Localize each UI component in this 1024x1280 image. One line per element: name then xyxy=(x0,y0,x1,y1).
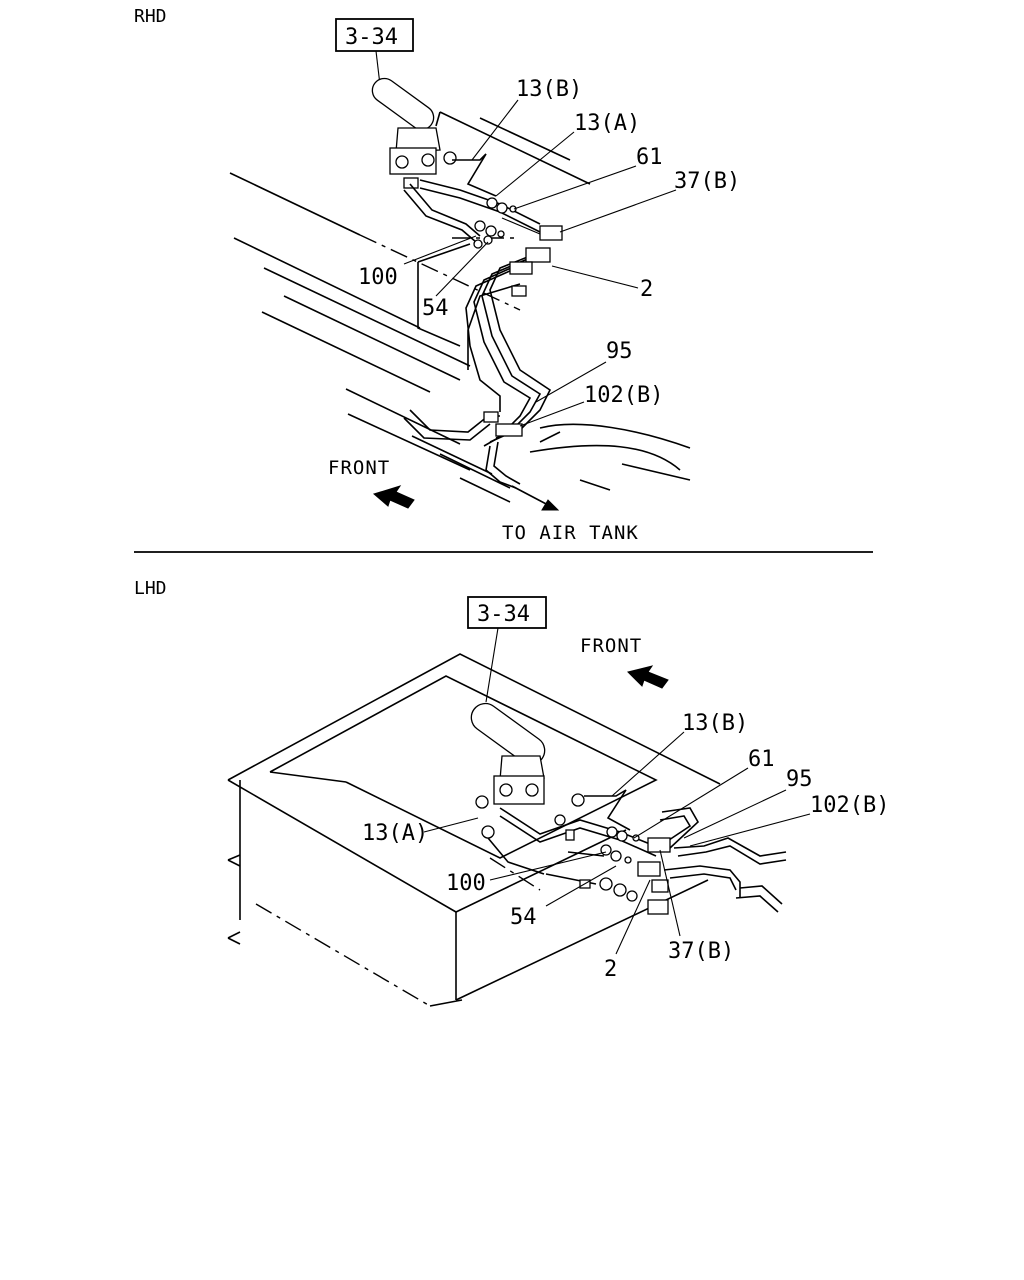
rhd-fittings[interactable] xyxy=(473,197,563,437)
lhd-label-13b: 13(B) xyxy=(682,711,748,736)
rhd-label-2: 2 xyxy=(640,277,653,302)
lhd-frame-box xyxy=(227,653,721,1007)
rhd-section: RHD 3-34 xyxy=(134,6,740,544)
lhd-label-95: 95 xyxy=(786,767,813,792)
lhd-label-102b: 102(B) xyxy=(810,793,889,818)
rhd-label-95: 95 xyxy=(606,339,633,364)
rhd-front-arrow-icon xyxy=(372,485,415,509)
lhd-section-label: LHD xyxy=(134,578,167,599)
rhd-to-air-tank: TO AIR TANK xyxy=(502,522,639,544)
rhd-label-13b: 13(B) xyxy=(516,77,582,102)
rhd-label-13a: 13(A) xyxy=(574,111,640,136)
rhd-label-37b: 37(B) xyxy=(674,169,740,194)
lhd-label-100: 100 xyxy=(446,871,486,896)
lhd-label-2: 2 xyxy=(604,957,617,982)
lhd-section: LHD 3-34 FRONT xyxy=(134,578,889,1007)
rhd-label-61: 61 xyxy=(636,145,663,170)
rhd-ref-box[interactable]: 3-34 xyxy=(335,18,414,52)
rhd-callouts: 13(B) 13(A) 61 37(B) 100 2 54 95 102(B) xyxy=(358,77,740,427)
lhd-callouts: 13(B) 61 95 102(B) 13(A) 100 54 2 37(B) xyxy=(362,711,889,982)
rhd-brake-valve[interactable] xyxy=(368,74,457,189)
rhd-label-100: 100 xyxy=(358,265,398,290)
lhd-label-61: 61 xyxy=(748,747,775,772)
lhd-label-13a: 13(A) xyxy=(362,821,428,846)
rhd-label-54: 54 xyxy=(422,296,449,321)
rhd-ref-box-label: 3-34 xyxy=(345,25,398,50)
lhd-brake-valve[interactable] xyxy=(466,698,585,839)
lhd-ref-box-label: 3-34 xyxy=(477,602,530,627)
lhd-front-arrow-icon xyxy=(627,665,669,689)
lhd-label-54: 54 xyxy=(510,905,537,930)
rhd-air-tank-arrow-icon xyxy=(541,499,560,511)
lhd-fittings[interactable] xyxy=(565,826,671,915)
lhd-front-label: FRONT xyxy=(580,635,642,657)
rhd-frame-lines xyxy=(229,111,691,503)
rhd-section-label: RHD xyxy=(134,6,167,27)
rhd-label-102b: 102(B) xyxy=(584,383,663,408)
lhd-label-37b: 37(B) xyxy=(668,939,734,964)
rhd-front-label: FRONT xyxy=(328,457,390,479)
rhd-air-tank-arrow-line xyxy=(511,485,551,507)
lhd-ref-leader xyxy=(485,627,499,703)
lhd-ref-box[interactable]: 3-34 xyxy=(467,596,547,629)
